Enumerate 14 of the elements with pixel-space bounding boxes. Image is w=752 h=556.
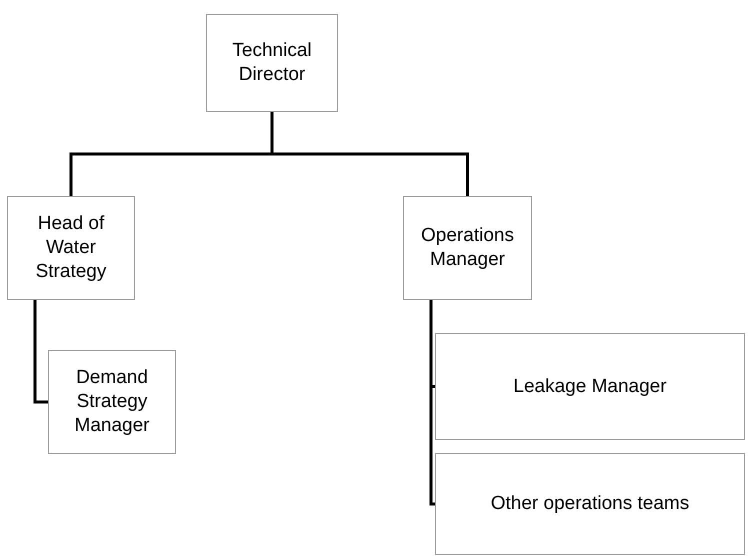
org-box: [403, 196, 532, 300]
role-title: Technical Director: [231, 39, 313, 87]
org-box: [206, 14, 338, 112]
role-title: Leakage Manager: [513, 374, 667, 398]
role-title: Head of Water Strategy: [34, 212, 108, 284]
org-box: [435, 333, 745, 440]
connector-line: [34, 300, 48, 404]
org-box: [435, 453, 745, 555]
org-box: [48, 350, 176, 454]
role-title: Other operations teams: [490, 492, 690, 516]
role-title: Demand Strategy Manager: [74, 366, 150, 438]
role-title: Operations Manager: [420, 224, 515, 272]
connector-line: [270, 112, 469, 196]
org-box: [7, 196, 135, 300]
